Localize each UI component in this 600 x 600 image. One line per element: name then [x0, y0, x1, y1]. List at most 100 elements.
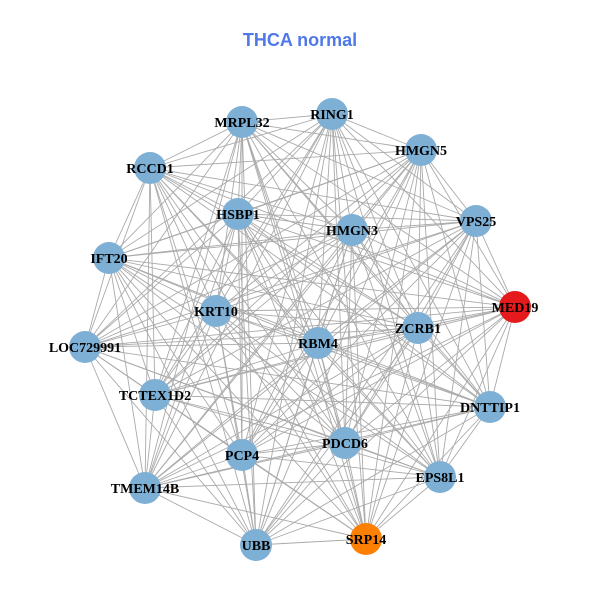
edge-IFT20-SRP14	[108, 257, 367, 540]
edge-IFT20-KRT10	[108, 257, 217, 312]
edge-RCCD1-TMEM14B	[144, 167, 151, 489]
edge-PDCD6-UBB	[255, 442, 346, 546]
node-HMGN5[interactable]	[405, 134, 437, 166]
edge-HSBP1-TCTEX1D2	[154, 213, 239, 396]
edge-MRPL32-LOC729991	[84, 121, 243, 348]
node-label: VPS25	[456, 215, 496, 230]
node-ZCRB1[interactable]	[402, 312, 434, 344]
edge-IFT20-EPS8L1	[108, 257, 441, 478]
edge-DNTTIP1-UBB	[255, 406, 491, 546]
edge-KRT10-SRP14	[215, 310, 367, 540]
edge-TMEM14B-UBB	[144, 487, 257, 546]
node-SRP14[interactable]	[350, 523, 382, 555]
node-label: SRP14	[346, 533, 386, 548]
edge-VPS25-TCTEX1D2	[154, 220, 477, 396]
node-label: DNTTIP1	[460, 401, 520, 416]
node-VPS25[interactable]	[460, 205, 492, 237]
edge-ZCRB1-DNTTIP1	[417, 327, 491, 408]
edge-KRT10-LOC729991	[84, 310, 217, 348]
edge-HMGN3-TMEM14B	[144, 229, 353, 489]
node-label: ZCRB1	[395, 322, 441, 337]
node-label: RING1	[310, 108, 354, 123]
edge-HMGN3-EPS8L1	[351, 229, 441, 478]
edge-layer	[84, 113, 516, 546]
edge-EPS8L1-TMEM14B	[144, 476, 441, 489]
edge-RCCD1-IFT20	[108, 167, 151, 259]
edge-RING1-ZCRB1	[331, 113, 419, 329]
node-PCP4[interactable]	[226, 439, 258, 471]
edge-RCCD1-PDCD6	[149, 167, 346, 444]
edge-TMEM14B-SRP14	[144, 487, 367, 540]
edge-KRT10-TCTEX1D2	[154, 310, 217, 396]
edge-TCTEX1D2-UBB	[154, 394, 257, 546]
node-UBB[interactable]	[240, 529, 272, 561]
node-label: HMGN5	[395, 144, 447, 159]
edge-HMGN5-PCP4	[241, 149, 422, 456]
edge-MRPL32-UBB	[241, 121, 257, 546]
edge-MED19-TCTEX1D2	[154, 306, 516, 396]
node-KRT10[interactable]	[200, 295, 232, 327]
edge-ZCRB1-EPS8L1	[417, 327, 441, 478]
edge-HMGN5-RBM4	[317, 149, 422, 344]
edge-RCCD1-KRT10	[149, 167, 217, 312]
node-LOC729991[interactable]	[69, 331, 101, 363]
edge-HSBP1-EPS8L1	[237, 213, 441, 478]
edge-HSBP1-KRT10	[215, 213, 239, 312]
edge-LOC729991-TMEM14B	[84, 346, 146, 489]
edge-KRT10-ZCRB1	[215, 310, 419, 329]
node-MRPL32[interactable]	[226, 106, 258, 138]
node-RCCD1[interactable]	[134, 152, 166, 184]
edge-VPS25-UBB	[255, 220, 477, 546]
node-HMGN3[interactable]	[336, 214, 368, 246]
edge-IFT20-DNTTIP1	[108, 257, 491, 408]
edge-RING1-RBM4	[317, 113, 333, 344]
edge-ZCRB1-TMEM14B	[144, 327, 419, 489]
edge-IFT20-PCP4	[108, 257, 243, 456]
edge-TCTEX1D2-DNTTIP1	[154, 394, 491, 408]
node-label: UBB	[242, 539, 271, 554]
node-TMEM14B[interactable]	[129, 472, 161, 504]
node-EPS8L1[interactable]	[424, 461, 456, 493]
edge-HMGN3-LOC729991	[84, 229, 353, 348]
edge-VPS25-LOC729991	[84, 220, 477, 348]
edge-RING1-IFT20	[108, 113, 333, 259]
edge-KRT10-UBB	[215, 310, 257, 546]
edge-MRPL32-RCCD1	[149, 121, 243, 169]
edge-RCCD1-RBM4	[149, 167, 319, 344]
edge-RBM4-DNTTIP1	[317, 342, 491, 408]
edge-MED19-LOC729991	[84, 306, 516, 348]
node-MED19[interactable]	[499, 291, 531, 323]
edge-VPS25-PCP4	[241, 220, 477, 456]
edge-PDCD6-EPS8L1	[344, 442, 441, 478]
node-label: MED19	[492, 301, 539, 316]
node-IFT20[interactable]	[93, 242, 125, 274]
node-RBM4[interactable]	[302, 327, 334, 359]
node-label: IFT20	[90, 252, 127, 267]
edge-IFT20-ZCRB1	[108, 257, 419, 329]
node-TCTEX1D2[interactable]	[139, 379, 171, 411]
edge-RCCD1-HMGN3	[149, 167, 353, 231]
edge-HMGN3-MED19	[351, 229, 516, 308]
edge-HSBP1-UBB	[237, 213, 257, 546]
node-HSBP1[interactable]	[222, 198, 254, 230]
edge-IFT20-PDCD6	[108, 257, 346, 444]
node-label: TMEM14B	[111, 482, 179, 497]
edge-MRPL32-HMGN3	[241, 121, 353, 231]
edge-HMGN5-TCTEX1D2	[154, 149, 422, 396]
node-RING1[interactable]	[316, 98, 348, 130]
edge-RBM4-TMEM14B	[144, 342, 319, 489]
edge-KRT10-EPS8L1	[215, 310, 441, 478]
node-PDCD6[interactable]	[329, 427, 361, 459]
edge-HSBP1-MED19	[237, 213, 516, 308]
edge-HMGN5-TMEM14B	[144, 149, 422, 489]
edge-MED19-SRP14	[365, 306, 516, 540]
edge-EPS8L1-SRP14	[365, 476, 441, 540]
edge-VPS25-IFT20	[108, 220, 477, 259]
edge-PCP4-SRP14	[241, 454, 367, 540]
node-DNTTIP1[interactable]	[474, 391, 506, 423]
edge-MED19-EPS8L1	[439, 306, 516, 478]
edge-TCTEX1D2-PDCD6	[154, 394, 346, 444]
node-label: MRPL32	[214, 116, 269, 131]
edge-MRPL32-IFT20	[108, 121, 243, 259]
edge-ZCRB1-SRP14	[365, 327, 419, 540]
